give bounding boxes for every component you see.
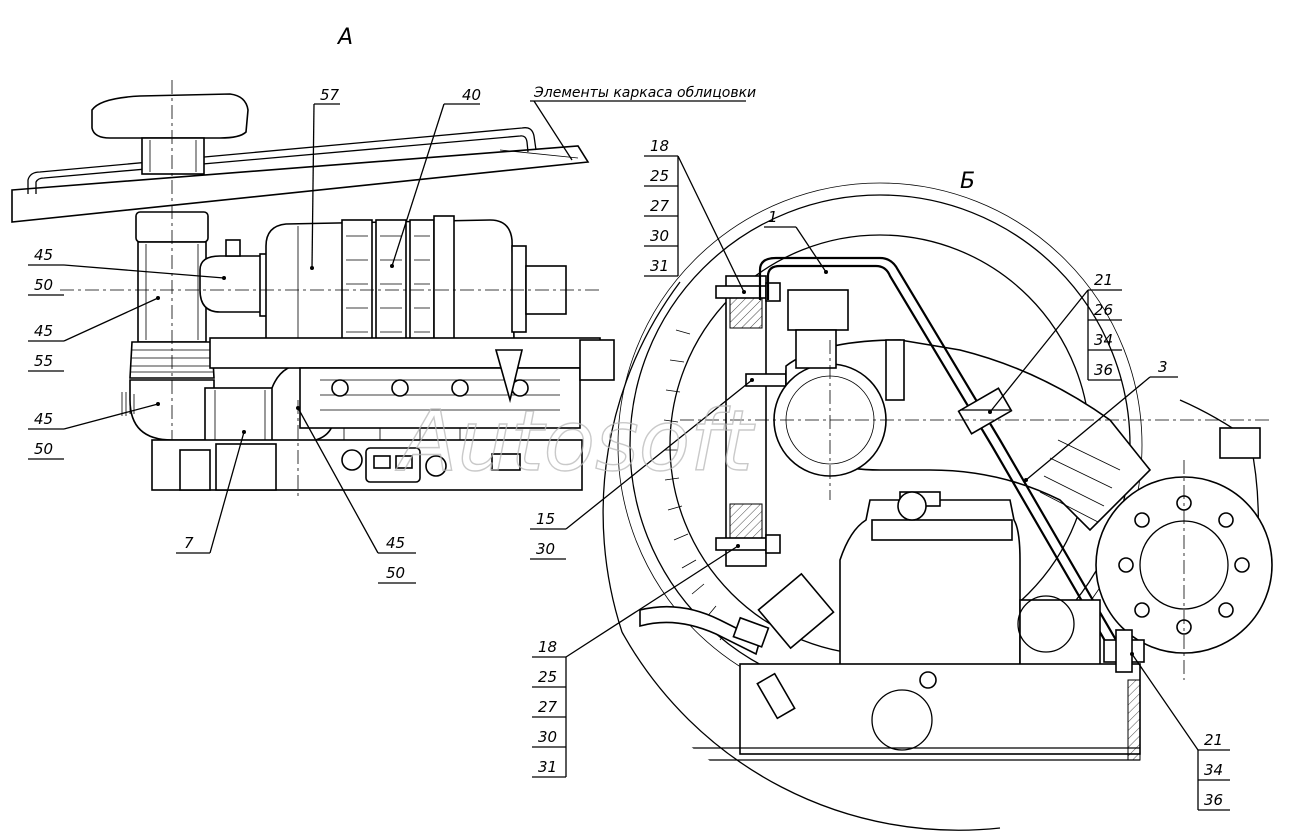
view-a-drawing: А (11, 25, 756, 584)
svg-text:26: 26 (1094, 301, 1113, 319)
svg-text:21: 21 (1094, 271, 1113, 289)
svg-text:45: 45 (386, 534, 405, 552)
svg-text:36: 36 (1094, 361, 1113, 379)
clamp-21-bottom (1103, 629, 1145, 761)
callout-45-50-top: 45 50 (28, 246, 226, 296)
view-b-drawing: Б (530, 137, 1273, 831)
svg-text:50: 50 (34, 440, 53, 458)
callout-stack-21-top: 21 26 34 36 (988, 271, 1122, 414)
callout-45-50-bottom: 45 50 (296, 406, 416, 584)
svg-text:45: 45 (34, 246, 53, 264)
svg-text:34: 34 (1094, 331, 1113, 349)
svg-text:31: 31 (538, 758, 557, 776)
view-a-title: А (336, 25, 353, 50)
view-b-title: Б (960, 169, 975, 194)
engine-block (121, 337, 615, 491)
svg-text:45: 45 (34, 410, 53, 428)
callout-40: 40 (462, 86, 481, 104)
cladding-frame-panel (11, 145, 590, 223)
intake-cap (91, 93, 249, 139)
svg-text:50: 50 (386, 564, 405, 582)
svg-text:3: 3 (1158, 358, 1168, 376)
svg-text:30: 30 (536, 540, 555, 558)
svg-text:27: 27 (650, 197, 670, 215)
bolt-18-bottom (715, 534, 781, 554)
svg-text:7: 7 (184, 534, 194, 552)
callout-1: 1 (764, 208, 828, 274)
svg-text:25: 25 (538, 668, 557, 686)
svg-text:21: 21 (1204, 731, 1223, 749)
callout-stack-18-bottom: 18 25 27 30 31 (532, 544, 740, 778)
svg-text:1: 1 (768, 208, 778, 226)
callout-stack-18-top: 18 25 27 30 31 (644, 137, 746, 294)
svg-text:55: 55 (34, 352, 53, 370)
bolt-18-top (715, 282, 781, 302)
svg-text:34: 34 (1204, 761, 1223, 779)
svg-text:36: 36 (1204, 791, 1223, 809)
clamp-21-top (957, 387, 1013, 435)
callout-3: 3 (1024, 358, 1178, 482)
svg-text:30: 30 (650, 227, 669, 245)
svg-text:15: 15 (536, 510, 555, 528)
cladding-frame-caption: Элементы каркаса облицовки (533, 85, 756, 101)
watermark: Autosoft (395, 392, 756, 490)
tube-1 (758, 256, 1117, 641)
callout-45-55: 45 55 (28, 296, 160, 372)
svg-text:18: 18 (538, 638, 557, 656)
svg-text:18: 18 (650, 137, 669, 155)
connecting-pipe (204, 387, 276, 443)
svg-text:27: 27 (538, 698, 558, 716)
callout-stack-21-bottom: 21 34 36 (1130, 652, 1230, 811)
svg-text:50: 50 (34, 276, 53, 294)
elbow-upper (199, 255, 263, 313)
callout-7: 7 (176, 430, 246, 554)
svg-text:30: 30 (538, 728, 557, 746)
svg-text:31: 31 (650, 257, 669, 275)
callout-45-50-low: 45 50 (28, 402, 160, 460)
detail-boundary (602, 281, 1259, 831)
callout-57: 57 (320, 86, 340, 104)
callout-stack-15: 15 30 (530, 378, 754, 560)
svg-text:45: 45 (34, 322, 53, 340)
svg-text:25: 25 (650, 167, 669, 185)
